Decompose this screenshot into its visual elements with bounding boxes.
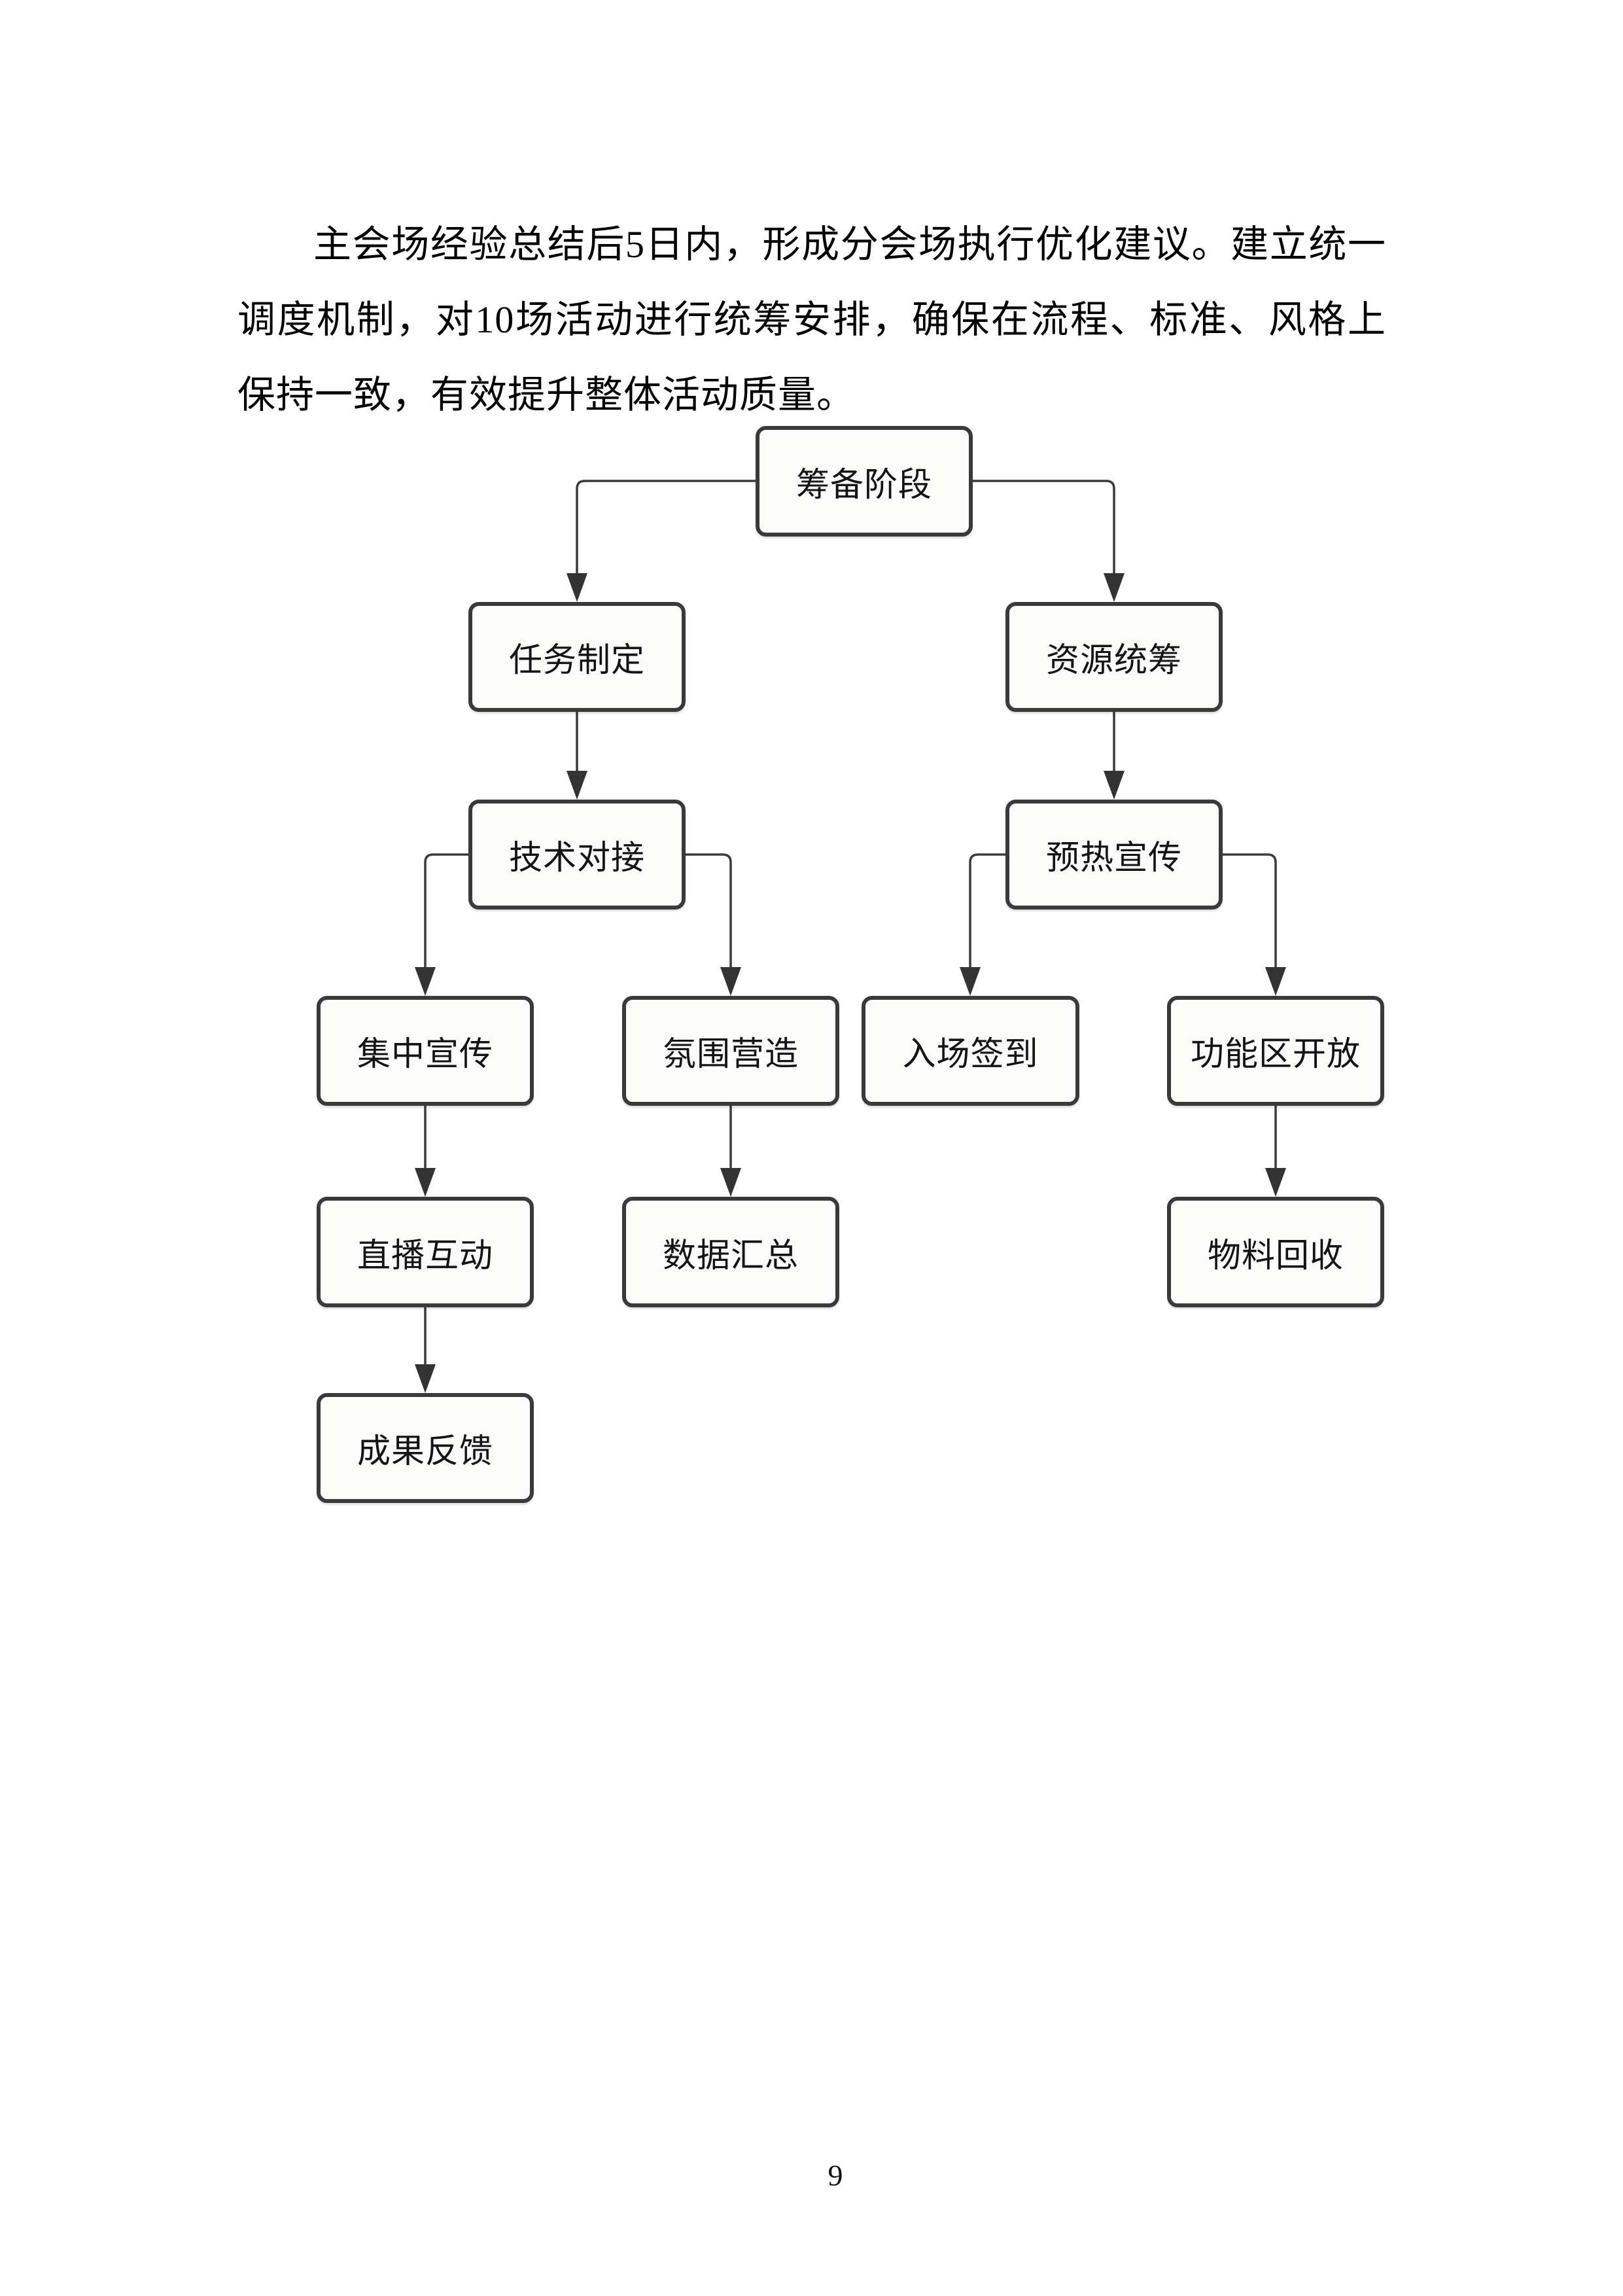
edge-warmup-promotion-entry-checkin [960,853,1005,996]
edge-warmup-promotion-functional-area-opening [1223,853,1286,996]
node-label: 数据汇总 [662,1237,799,1275]
flowchart-node-atmosphere-creation: 氛围营造 [622,996,839,1106]
flowchart-node-resource-coordination: 资源统筹 [1005,602,1223,712]
node-label: 技术对接 [508,840,645,877]
node-label: 入场签到 [902,1036,1039,1073]
flowchart-node-entry-checkin: 入场签到 [862,996,1079,1106]
flowchart-node-task-formulation: 任务制定 [468,602,686,712]
node-label: 资源统筹 [1045,643,1182,679]
flowchart-node-data-summary: 数据汇总 [622,1197,839,1307]
edge-atmosphere-creation-data-summary [720,1106,741,1197]
body-paragraph: 主会场经验总结后5日内，形成分会场执行优化建议。建立统一调度机制，对10场活动进… [237,223,1386,416]
edge-technical-docking-atmosphere-creation [686,853,741,996]
edge-concentrated-promotion-live-interaction [415,1106,436,1197]
flowchart-node-warmup-promotion: 预热宣传 [1005,800,1223,910]
edge-resource-coordination-warmup-promotion [1104,712,1125,800]
node-label: 筹备阶段 [795,467,932,504]
flowchart-node-preparation: 筹备阶段 [756,426,973,537]
edge-technical-docking-concentrated-promotion [415,853,468,996]
edge-functional-area-opening-material-recycling [1265,1106,1286,1197]
node-label: 物料回收 [1207,1237,1344,1275]
edge-live-interaction-achievement-feedback [415,1307,436,1393]
node-label: 直播互动 [357,1237,493,1275]
flowchart-node-live-interaction: 直播互动 [317,1197,534,1307]
node-label: 氛围营造 [662,1036,799,1073]
flowchart-node-material-recycling: 物料回收 [1167,1197,1384,1307]
node-label: 预热宣传 [1045,840,1182,877]
flowchart-node-functional-area-opening: 功能区开放 [1167,996,1384,1106]
edge-preparation-resource-coordination [973,480,1125,602]
node-label: 功能区开放 [1190,1036,1361,1073]
node-label: 任务制定 [508,643,645,679]
flowchart-node-concentrated-promotion: 集中宣传 [317,996,534,1106]
flowchart-node-achievement-feedback: 成果反馈 [317,1393,534,1503]
edge-task-formulation-technical-docking [567,712,587,800]
edge-preparation-task-formulation [567,480,756,602]
node-label: 成果反馈 [357,1434,493,1470]
node-label: 集中宣传 [357,1036,493,1073]
page-number: 9 [828,2159,843,2192]
flowchart-node-technical-docking: 技术对接 [468,800,686,910]
